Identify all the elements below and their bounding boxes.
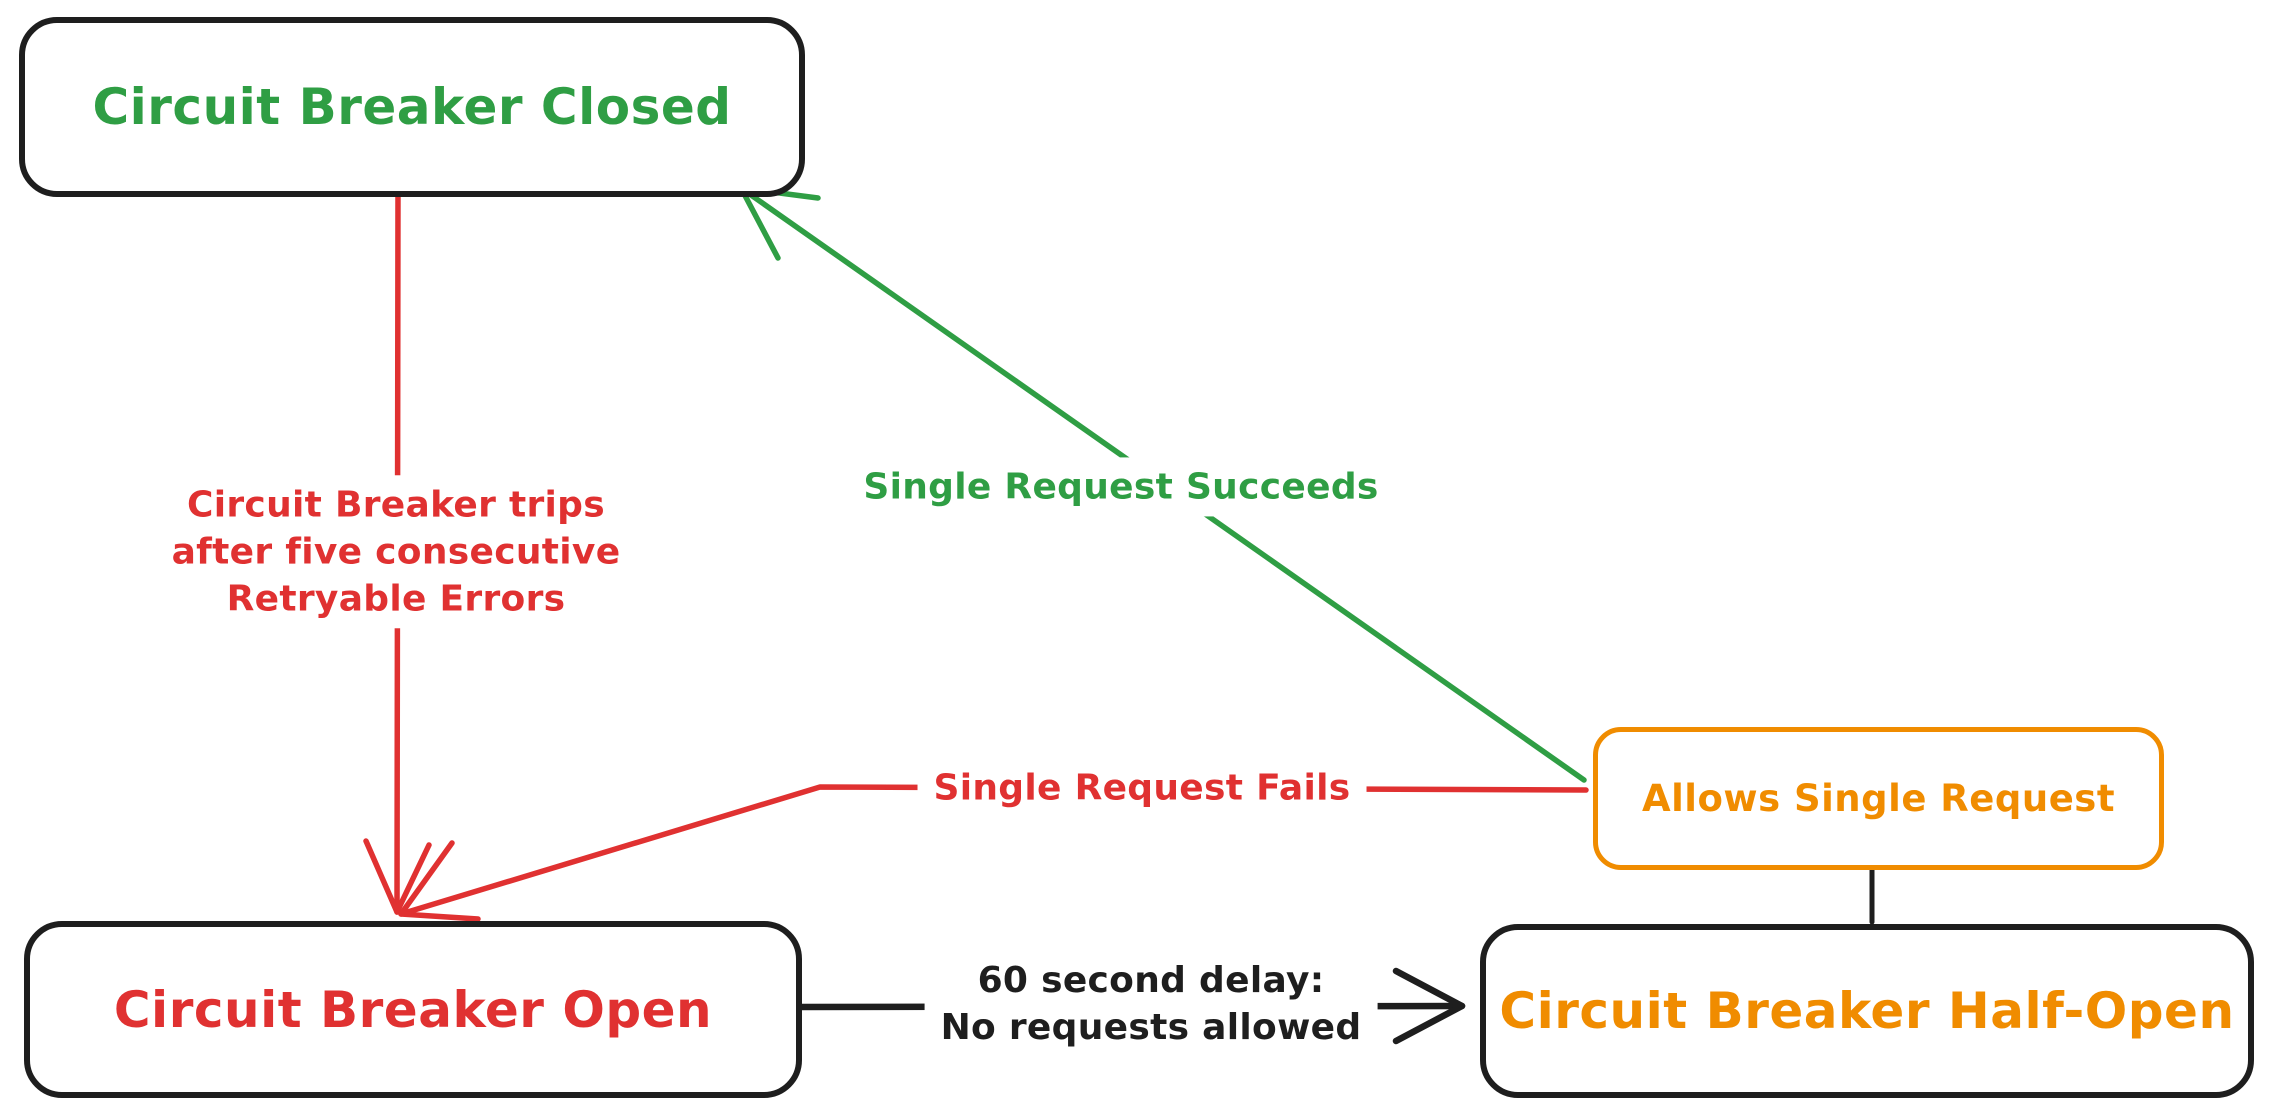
edge-label-fails-text: Single Request Fails: [933, 767, 1351, 809]
node-circuit-breaker-half-open: Circuit Breaker Half-Open: [1480, 924, 2254, 1098]
edge-label-trips-line1: Circuit Breaker trips: [187, 484, 605, 526]
arrow-trips-head: [363, 838, 432, 915]
node-circuit-breaker-half-open-label: Circuit Breaker Half-Open: [1499, 982, 2235, 1040]
arrow-delay-head: [1392, 967, 1466, 1045]
edge-label-succeeds-text: Single Request Succeeds: [863, 466, 1379, 508]
arrow-fails-head: [398, 840, 481, 922]
edge-label-delay: 60 second delay: No requests allowed: [924, 950, 1378, 1058]
edge-label-delay-line1: 60 second delay:: [977, 959, 1325, 1001]
node-circuit-breaker-open: Circuit Breaker Open: [24, 921, 802, 1098]
edge-label-trips: Circuit Breaker trips after five consecu…: [155, 475, 637, 629]
node-circuit-breaker-closed: Circuit Breaker Closed: [19, 17, 805, 197]
edge-label-succeeds: Single Request Succeeds: [847, 457, 1395, 517]
node-circuit-breaker-open-label: Circuit Breaker Open: [113, 980, 713, 1039]
edge-label-fails: Single Request Fails: [917, 758, 1367, 818]
edge-label-delay-line2: No requests allowed: [940, 1007, 1362, 1048]
edge-label-trips-line3: Retryable Errors: [226, 578, 566, 620]
node-circuit-breaker-closed-label: Circuit Breaker Closed: [92, 78, 732, 136]
node-allows-single-request-label: Allows Single Request: [1641, 777, 2116, 820]
node-allows-single-request: Allows Single Request: [1593, 727, 2164, 870]
edge-label-trips-line2: after five consecutive: [171, 531, 621, 573]
